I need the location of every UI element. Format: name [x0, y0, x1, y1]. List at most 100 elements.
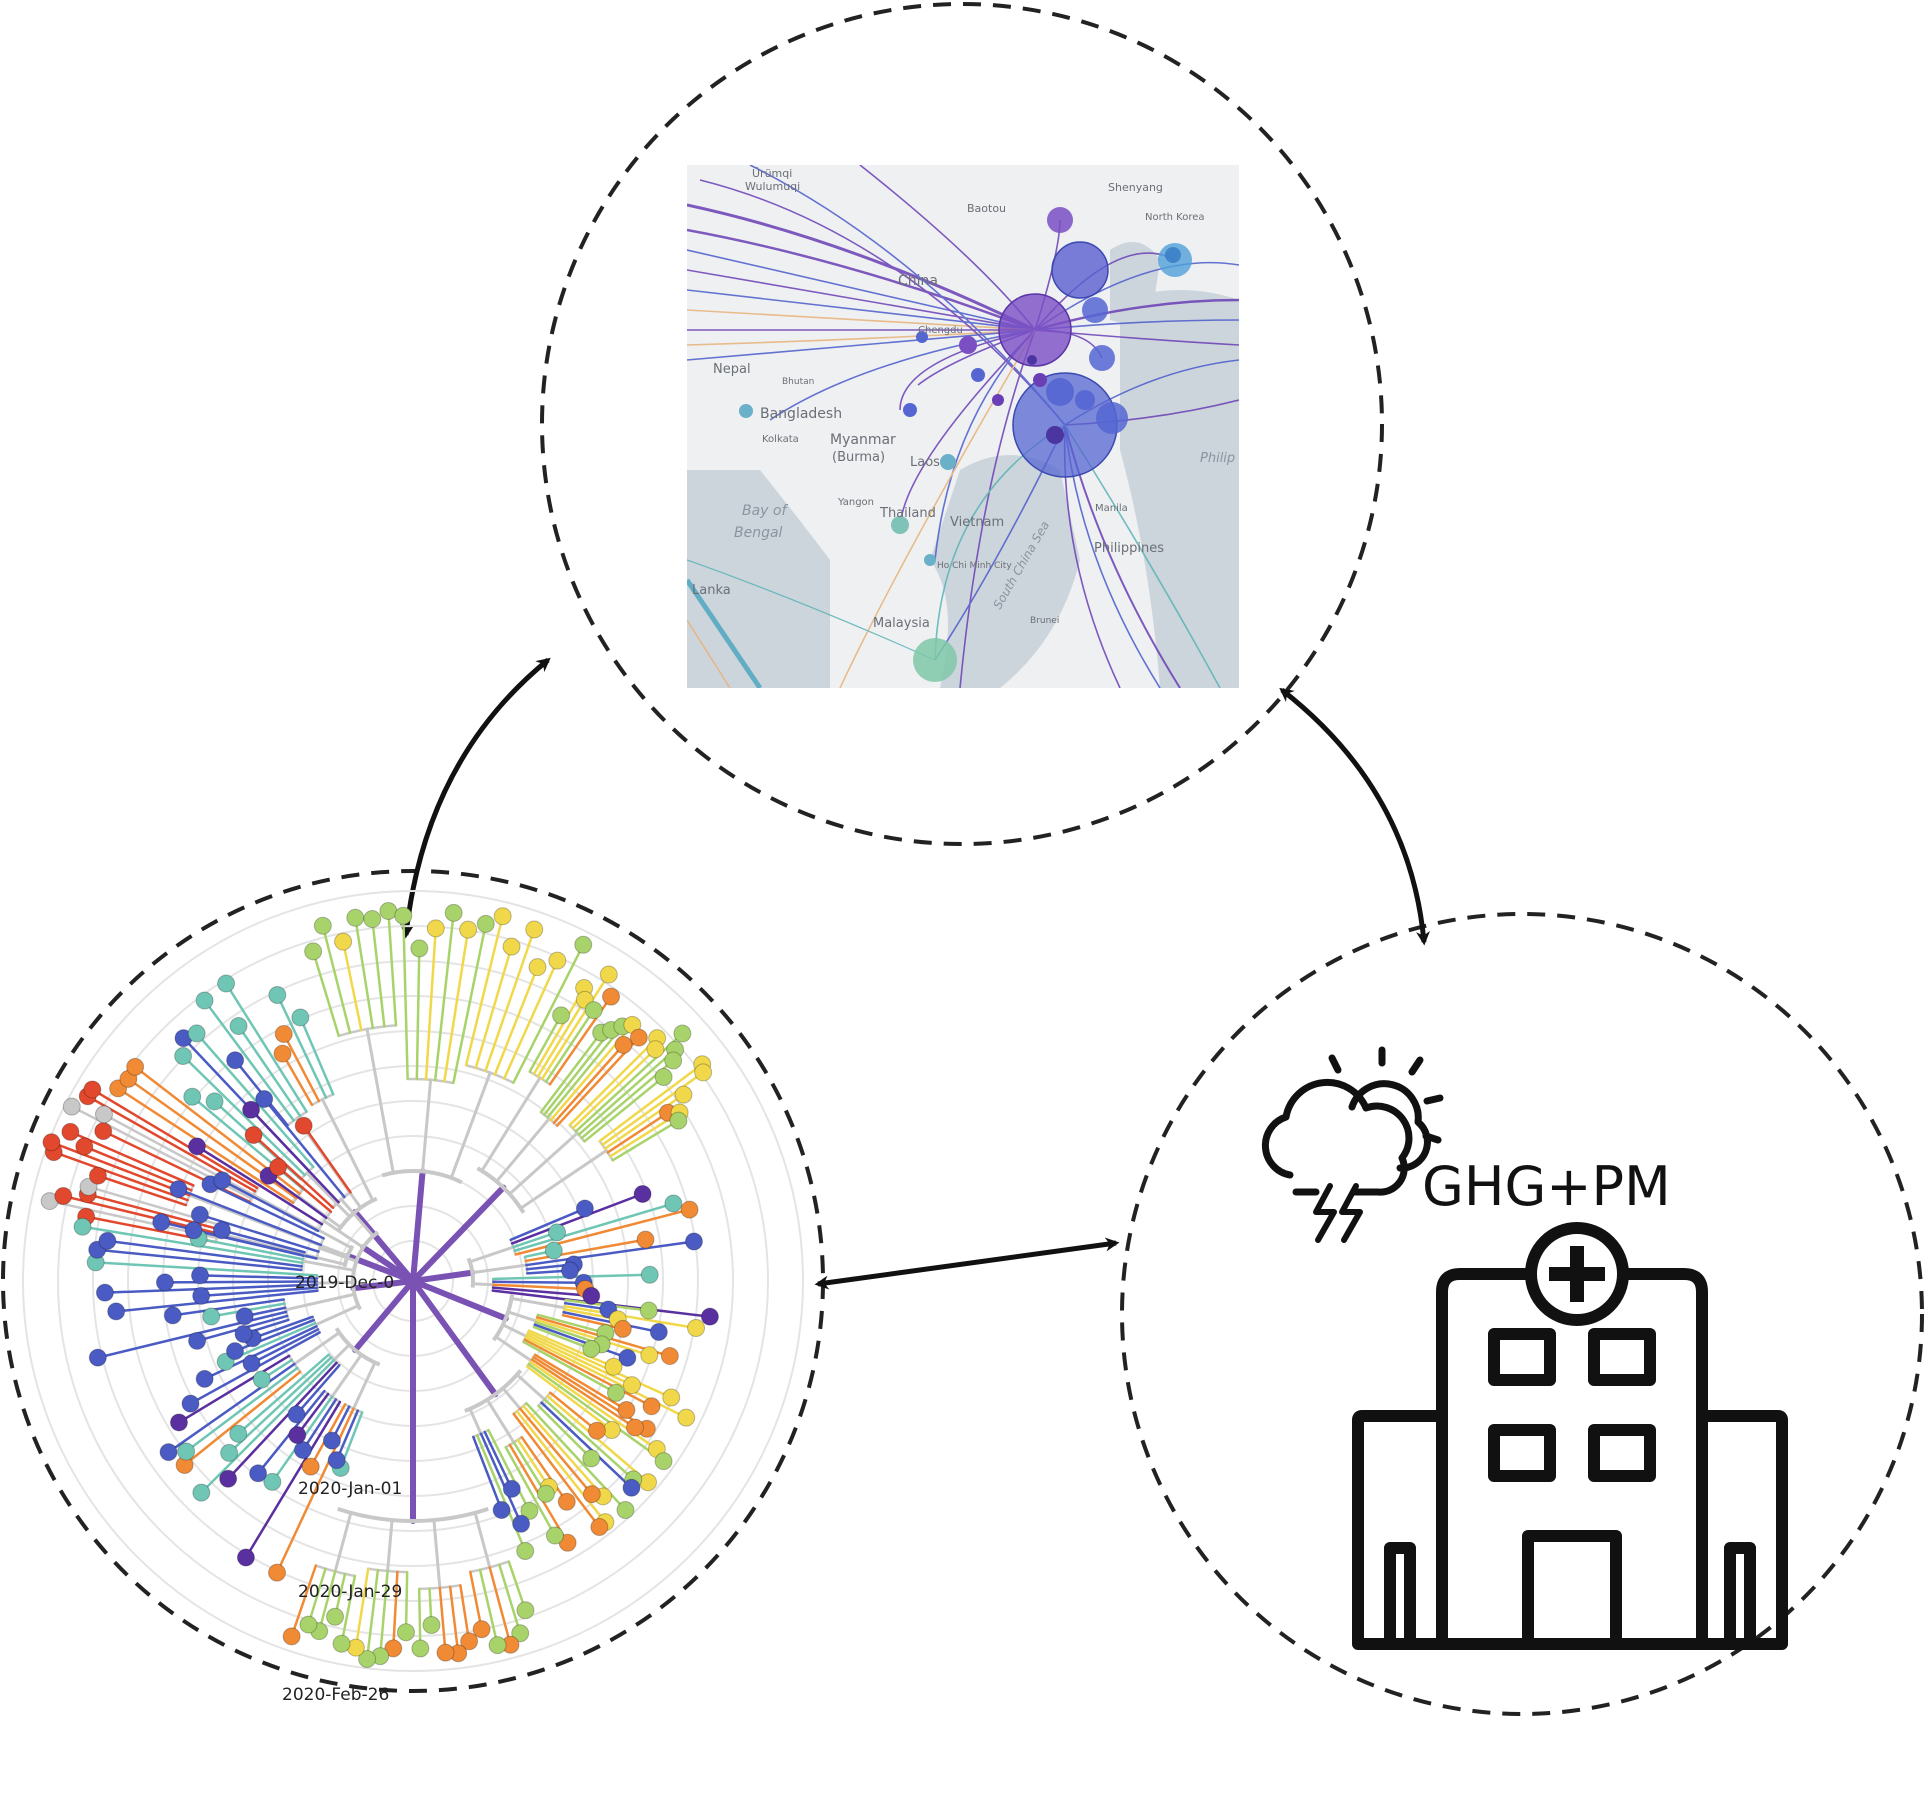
- tree-tip: [590, 1518, 609, 1537]
- tree-branch: [583, 1075, 665, 1143]
- tree-branch: [250, 1328, 320, 1365]
- tree-tip: [163, 1306, 182, 1325]
- tree-tip: [545, 1526, 564, 1545]
- tree-tip: [263, 1472, 282, 1491]
- tree-branch: [233, 1318, 316, 1353]
- tree-branch: [332, 1343, 351, 1362]
- tree-tip: [516, 1601, 535, 1620]
- south-china-sea-water: [930, 455, 1080, 688]
- tree-tip: [190, 1205, 209, 1224]
- tree-branch: [315, 1280, 355, 1285]
- tree-tip: [62, 1097, 81, 1116]
- tree-branch: [513, 1202, 675, 1253]
- tree-branch: [491, 1286, 593, 1298]
- tree-branch: [498, 1563, 522, 1635]
- tree-branch: [365, 1027, 395, 1175]
- tree-branch: [410, 1168, 426, 1279]
- tree-branch: [414, 1184, 507, 1280]
- tree-root: [405, 1273, 421, 1289]
- tree-branch: [220, 1229, 306, 1254]
- tree-tip: [460, 1632, 479, 1651]
- tree-tip: [249, 1464, 268, 1483]
- label-philippine-sea: Philip: [1200, 451, 1235, 466]
- label-vietnam: Vietnam: [950, 515, 1004, 530]
- tree-tip: [516, 1541, 535, 1560]
- tree-branch: [249, 1108, 340, 1204]
- tree-branch: [515, 1410, 607, 1524]
- tree-tip: [334, 932, 353, 951]
- label-laos: Laos: [910, 455, 940, 470]
- tree-tip: [187, 1024, 206, 1043]
- tree-branch: [198, 1274, 319, 1280]
- label-nepal: Nepal: [713, 362, 751, 377]
- tree-tip: [536, 1484, 555, 1503]
- tree-branch: [536, 1313, 607, 1335]
- tree-branch: [103, 1283, 319, 1294]
- tree-branch: [528, 1014, 563, 1073]
- tree-branch: [509, 1296, 567, 1310]
- tree-branch: [603, 1093, 685, 1150]
- tree-tip: [664, 1051, 683, 1070]
- tree-tip: [436, 1643, 455, 1662]
- tree-tip: [192, 1286, 211, 1305]
- tree-branch: [305, 1171, 352, 1219]
- tree-branch: [571, 1048, 657, 1130]
- tree-tip: [674, 1085, 693, 1104]
- tree-tip: [174, 1047, 193, 1066]
- tree-branch: [540, 1401, 633, 1490]
- tree-tip: [472, 1620, 491, 1639]
- tree-branch: [533, 1353, 628, 1412]
- tree-tip: [79, 1177, 98, 1196]
- tree-tip: [301, 1457, 320, 1476]
- health-circle-border: [1120, 912, 1924, 1716]
- tree-tip: [614, 1035, 633, 1054]
- tree-tip: [236, 1548, 255, 1567]
- tree-tip: [520, 1501, 539, 1520]
- tree-branch: [421, 1078, 433, 1173]
- tree-branch: [520, 1435, 569, 1504]
- tree-tip: [268, 1563, 287, 1582]
- label-brunei: Brunei: [1030, 616, 1059, 626]
- tree-tip: [410, 939, 429, 958]
- tree-branch: [472, 1435, 503, 1512]
- tree-branch: [449, 1071, 492, 1180]
- tree-branch: [311, 950, 340, 1038]
- tree-branch: [507, 1560, 527, 1612]
- tree-tip: [358, 1649, 377, 1668]
- tree-tip: [88, 1166, 107, 1185]
- tree-branch: [574, 1032, 684, 1133]
- tree-tip: [213, 1171, 232, 1190]
- tree-branch: [226, 1361, 338, 1480]
- tree-branch: [351, 1361, 377, 1411]
- tree-branch: [227, 1356, 333, 1455]
- tree-tip: [152, 1213, 171, 1232]
- tree-tip: [684, 1232, 703, 1251]
- tree-branch: [198, 1213, 320, 1253]
- tree-branch: [510, 1192, 644, 1245]
- tree-tip: [613, 1319, 632, 1338]
- tree-branch: [504, 1445, 557, 1537]
- tree-tip: [304, 942, 323, 961]
- tree-branch: [479, 1432, 523, 1526]
- tree-branch: [512, 943, 585, 1085]
- label-bhutan: Bhutan: [782, 377, 814, 387]
- tree-branch: [317, 1570, 337, 1633]
- label-north-korea: North Korea: [1145, 212, 1205, 223]
- tree-branch: [224, 982, 308, 1113]
- tree-tip: [155, 1273, 174, 1292]
- tree-tip: [700, 1307, 719, 1326]
- tree-branch: [524, 1238, 647, 1263]
- tree-tip: [384, 1639, 403, 1658]
- tree-branch: [544, 1008, 595, 1083]
- tree-branch: [474, 945, 513, 1070]
- tree-tips: [40, 901, 719, 1668]
- tree-tip: [217, 974, 236, 993]
- tree-tip: [202, 1307, 221, 1326]
- tree-branch: [493, 965, 539, 1076]
- tree-date-2020-jan-01: 2020-Jan-01: [298, 1479, 402, 1499]
- tree-branch: [209, 1183, 325, 1240]
- tree-tip: [604, 1357, 623, 1376]
- tree-tip: [639, 1301, 658, 1320]
- tree-branch: [468, 1245, 515, 1264]
- tree-tip: [584, 1001, 603, 1020]
